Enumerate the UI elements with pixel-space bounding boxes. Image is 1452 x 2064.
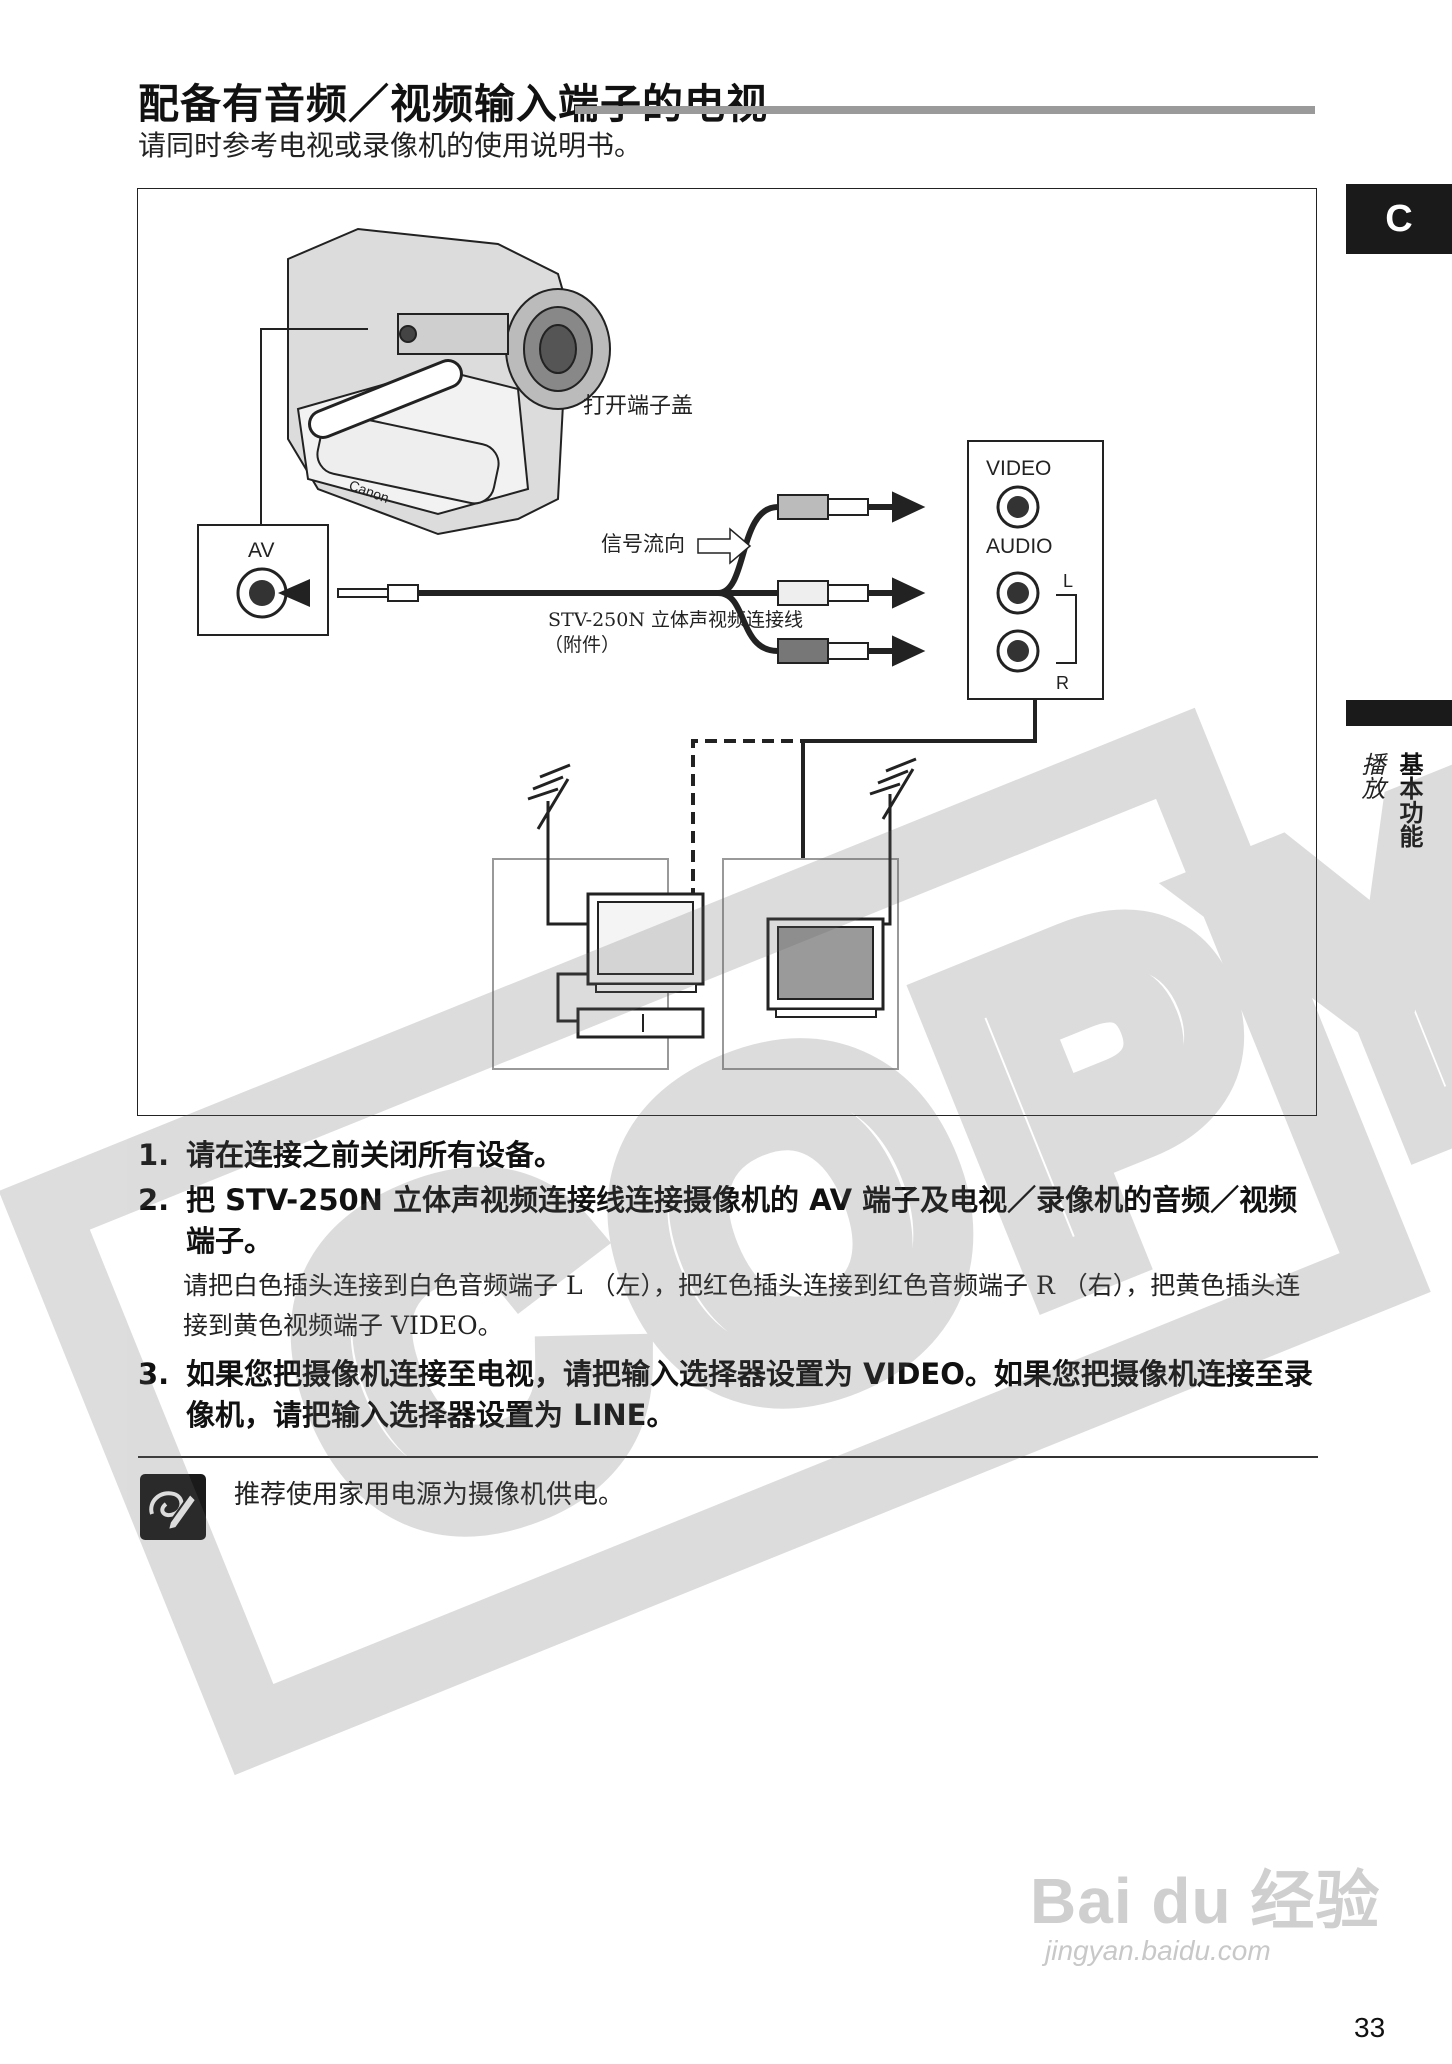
step-text: 把 STV-250N 立体声视频连接线连接摄像机的 AV 端子及电视／录像机的音… [186, 1183, 1298, 1258]
step-number: 2. [138, 1183, 170, 1217]
av-label: AV [248, 539, 274, 562]
baidu-watermark: Bai du 经验 [1030, 1865, 1381, 1937]
connection-diagram-art: Canon 打开端子盖 AV [197, 227, 1104, 1070]
tv-connection-line [801, 699, 1037, 949]
audio-bracket [1056, 594, 1077, 664]
video-label: VIDEO [986, 457, 1051, 480]
audio-r-jack-icon [996, 629, 1040, 673]
cable-sub-label: （附件） [544, 634, 620, 656]
note-pencil-icon [140, 1474, 206, 1540]
tv-icon [586, 892, 705, 993]
step-text: 如果您把摄像机连接至电视，请把输入选择器设置为 VIDEO。如果您把摄像机连接至… [186, 1357, 1313, 1432]
video-jack-icon [996, 485, 1040, 529]
step-2-detail: 请把白色插头连接到白色音频端子 L （左），把红色插头连接到红色音频端子 R （… [183, 1271, 1301, 1340]
signal-flow-label: 信号流向 [601, 532, 685, 556]
title-rule [575, 106, 1315, 114]
step-3: 3. 如果您把摄像机连接至电视，请把输入选择器设置为 VIDEO。如果您把摄像机… [138, 1354, 1318, 1438]
mini-plug-icon [278, 579, 419, 607]
page-title: 配备有音频／视频输入端子的电视 [138, 80, 768, 128]
antenna-icon [869, 757, 917, 859]
section-label-main: 基本功能 [1395, 752, 1423, 848]
audio-label: AUDIO [986, 535, 1053, 558]
open-cover-label: 打开端子盖 [583, 394, 693, 419]
step-2: 2. 把 STV-250N 立体声视频连接线连接摄像机的 AV 端子及电视／录像… [138, 1180, 1318, 1264]
rca-plug-icons [777, 491, 926, 667]
tv-icon [766, 917, 885, 1018]
baidu-watermark-url: jingyan.baidu.com [1045, 1935, 1271, 1966]
leader-line [260, 328, 368, 525]
antenna-icon [527, 763, 571, 859]
cable-label: STV-250N 立体声视频连接线 [548, 609, 803, 631]
section-label-sub: 播放 [1357, 752, 1385, 800]
step-text: 请在连接之前关闭所有设备。 [186, 1138, 564, 1172]
audio-l-jack-icon [996, 571, 1040, 615]
connection-diagram: Canon 打开端子盖 AV [137, 188, 1317, 1116]
audio-r-label: R [1056, 673, 1069, 693]
chapter-tab: C [1346, 184, 1452, 254]
step-number: 1. [138, 1138, 170, 1172]
note-rule [138, 1456, 1318, 1458]
section-tab-bar [1346, 700, 1452, 726]
vcr-icon [576, 1007, 705, 1039]
step-number: 3. [138, 1357, 170, 1391]
audio-l-label: L [1063, 571, 1073, 591]
step-1: 1. 请在连接之前关闭所有设备。 [138, 1135, 1318, 1180]
note-text: 推荐使用家用电源为摄像机供电。 [234, 1480, 625, 1510]
camcorder-illustration [287, 227, 611, 536]
page-subtitle: 请同时参考电视或录像机的使用说明书。 [138, 129, 643, 162]
signal-arrow-icon [697, 527, 752, 565]
page-number: 33 [1354, 2012, 1386, 2043]
